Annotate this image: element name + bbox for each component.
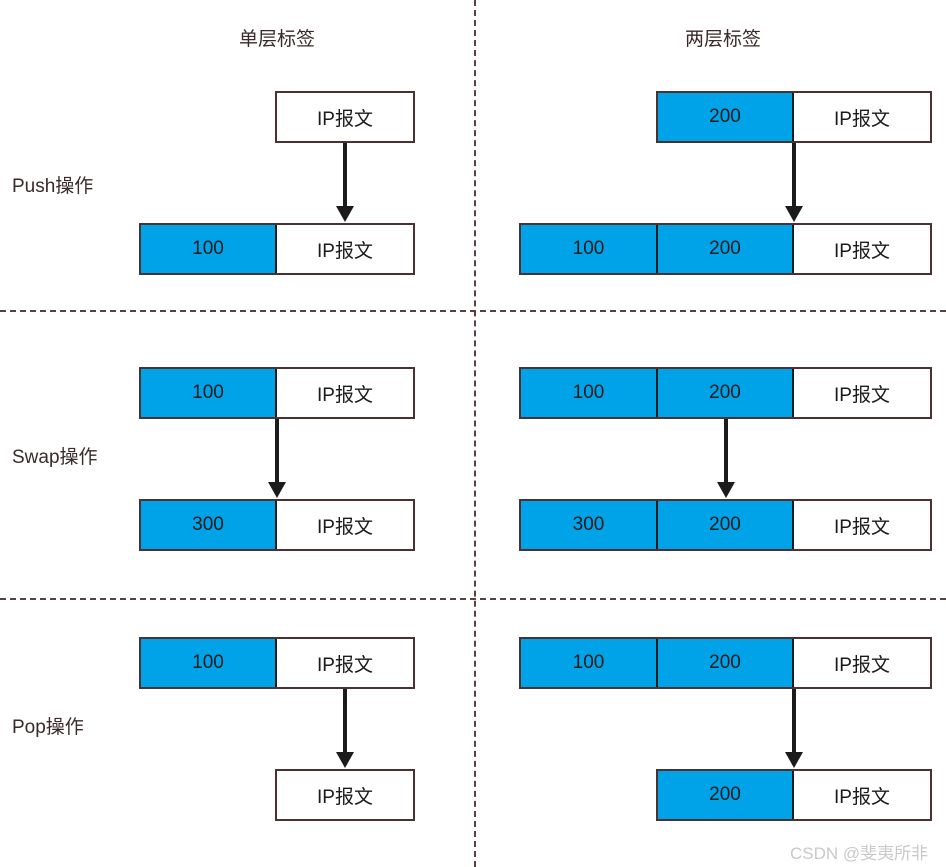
horizontal-divider-1 bbox=[0, 310, 946, 312]
payload-cell: IP报文 bbox=[794, 501, 930, 549]
swap-single-before-packet: 100 IP报文 bbox=[139, 367, 415, 419]
pop-single-arrow-line bbox=[343, 689, 347, 753]
label-cell-200: 200 bbox=[658, 771, 795, 819]
push-double-arrow-line bbox=[792, 143, 796, 215]
column-title-single-layer: 单层标签 bbox=[238, 29, 316, 50]
pop-double-arrow-line bbox=[792, 689, 796, 753]
payload-cell: IP报文 bbox=[277, 639, 413, 687]
pop-double-arrow-head bbox=[785, 752, 803, 768]
payload-cell: IP报文 bbox=[277, 225, 413, 273]
pop-single-arrow-head bbox=[336, 752, 354, 768]
label-cell-200: 200 bbox=[658, 639, 794, 687]
payload-cell: IP报文 bbox=[277, 771, 413, 819]
push-double-before-packet: 200 IP报文 bbox=[656, 91, 932, 143]
vertical-divider bbox=[474, 0, 476, 867]
label-cell-300: 300 bbox=[521, 501, 658, 549]
swap-double-before-packet: 100 200 IP报文 bbox=[519, 367, 932, 419]
row-label-swap: Swap操作 bbox=[12, 447, 98, 468]
csdn-watermark: CSDN @斐夷所非 bbox=[790, 844, 929, 863]
payload-cell: IP报文 bbox=[794, 771, 930, 819]
row-label-pop: Pop操作 bbox=[12, 717, 84, 738]
payload-cell: IP报文 bbox=[794, 639, 930, 687]
swap-single-arrow-line bbox=[275, 419, 279, 483]
label-cell-100: 100 bbox=[521, 369, 658, 417]
payload-cell: IP报文 bbox=[277, 93, 413, 141]
payload-cell: IP报文 bbox=[277, 369, 413, 417]
payload-cell: IP报文 bbox=[794, 225, 930, 273]
push-single-before-packet: IP报文 bbox=[275, 91, 415, 143]
column-title-double-layer: 两层标签 bbox=[684, 29, 762, 50]
pop-double-after-packet: 200 IP报文 bbox=[656, 769, 932, 821]
push-single-arrow-line bbox=[343, 143, 347, 215]
swap-single-arrow-head bbox=[268, 482, 286, 498]
payload-cell: IP报文 bbox=[277, 501, 413, 549]
swap-single-after-packet: 300 IP报文 bbox=[139, 499, 415, 551]
pop-single-before-packet: 100 IP报文 bbox=[139, 637, 415, 689]
label-cell-200: 200 bbox=[658, 369, 794, 417]
label-cell-300: 300 bbox=[141, 501, 278, 549]
push-single-after-packet: 100 IP报文 bbox=[139, 223, 415, 275]
pop-single-after-packet: IP报文 bbox=[275, 769, 415, 821]
swap-double-arrow-line bbox=[724, 419, 728, 483]
push-double-after-packet: 100 200 IP报文 bbox=[519, 223, 932, 275]
swap-double-arrow-head bbox=[717, 482, 735, 498]
label-cell-100: 100 bbox=[141, 225, 278, 273]
payload-cell: IP报文 bbox=[794, 369, 930, 417]
label-cell-100: 100 bbox=[141, 369, 278, 417]
horizontal-divider-2 bbox=[0, 598, 946, 600]
row-label-push: Push操作 bbox=[12, 176, 94, 197]
swap-double-after-packet: 300 200 IP报文 bbox=[519, 499, 932, 551]
label-cell-100: 100 bbox=[521, 225, 658, 273]
label-cell-200: 200 bbox=[658, 225, 794, 273]
label-cell-100: 100 bbox=[141, 639, 278, 687]
payload-cell: IP报文 bbox=[794, 93, 930, 141]
push-single-arrow-head bbox=[336, 206, 354, 222]
label-cell-100: 100 bbox=[521, 639, 658, 687]
push-double-arrow-head bbox=[785, 206, 803, 222]
label-cell-200: 200 bbox=[658, 501, 794, 549]
pop-double-before-packet: 100 200 IP报文 bbox=[519, 637, 932, 689]
label-cell-200: 200 bbox=[658, 93, 795, 141]
